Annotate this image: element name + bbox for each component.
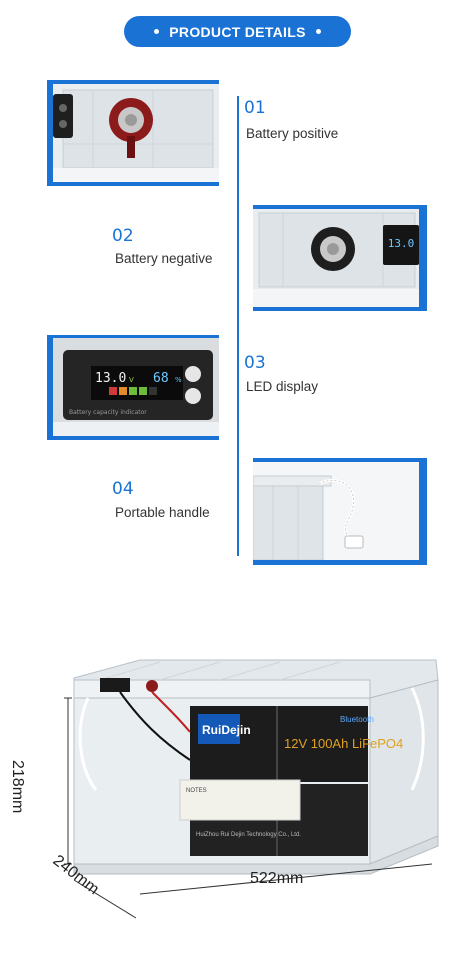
header-title: PRODUCT DETAILS [169, 23, 306, 40]
dimension-height-label: 218mm [9, 760, 26, 814]
dimension-length-label: 522mm [250, 870, 304, 887]
led-voltage-value: 13.0 [95, 371, 126, 386]
led-display-caption: Battery capacity indicator [69, 409, 147, 416]
feature-label-portable-handle: Portable handle [115, 505, 210, 520]
feature-number-03: 03 [244, 353, 266, 373]
battery-notes-text: NOTES [186, 788, 207, 794]
portable-handle-photo [253, 458, 427, 565]
feature-label-led-display: LED display [246, 379, 319, 394]
battery-brand-text: RuiDejin [202, 723, 251, 737]
timeline-divider [237, 96, 239, 556]
feature-label-battery-negative: Battery negative [115, 251, 213, 266]
battery-negative-photo: 13.0 [253, 205, 427, 311]
led-display-photo: 13.0 V 68 % Battery capacity indicator [47, 335, 219, 440]
product-details-header: PRODUCT DETAILS [124, 16, 351, 47]
led-percent-value: 68 [153, 371, 169, 386]
feature-number-04: 04 [112, 479, 134, 499]
negative-photo-display-text: 13.0 [388, 237, 415, 250]
feature-number-02: 02 [112, 226, 134, 246]
led-percent-unit: % [175, 376, 182, 384]
feature-number-01: 01 [244, 98, 266, 118]
led-voltage-unit: V [129, 376, 134, 384]
bullet-dot-icon [154, 29, 160, 34]
battery-bluetooth-text: Bluetooth [340, 715, 374, 724]
feature-label-battery-positive: Battery positive [246, 126, 339, 141]
battery-model-text: 12V 100Ah LiFePO4 [284, 736, 403, 751]
battery-company-text: HuiZhou Rui Dejin Technology Co., Ltd. [196, 832, 301, 838]
battery-product-image: RuiDejin 12V 100Ah LiFePO4 Bluetooth NOT… [40, 640, 460, 940]
bullet-dot-icon [315, 29, 321, 34]
battery-positive-photo [47, 80, 219, 186]
